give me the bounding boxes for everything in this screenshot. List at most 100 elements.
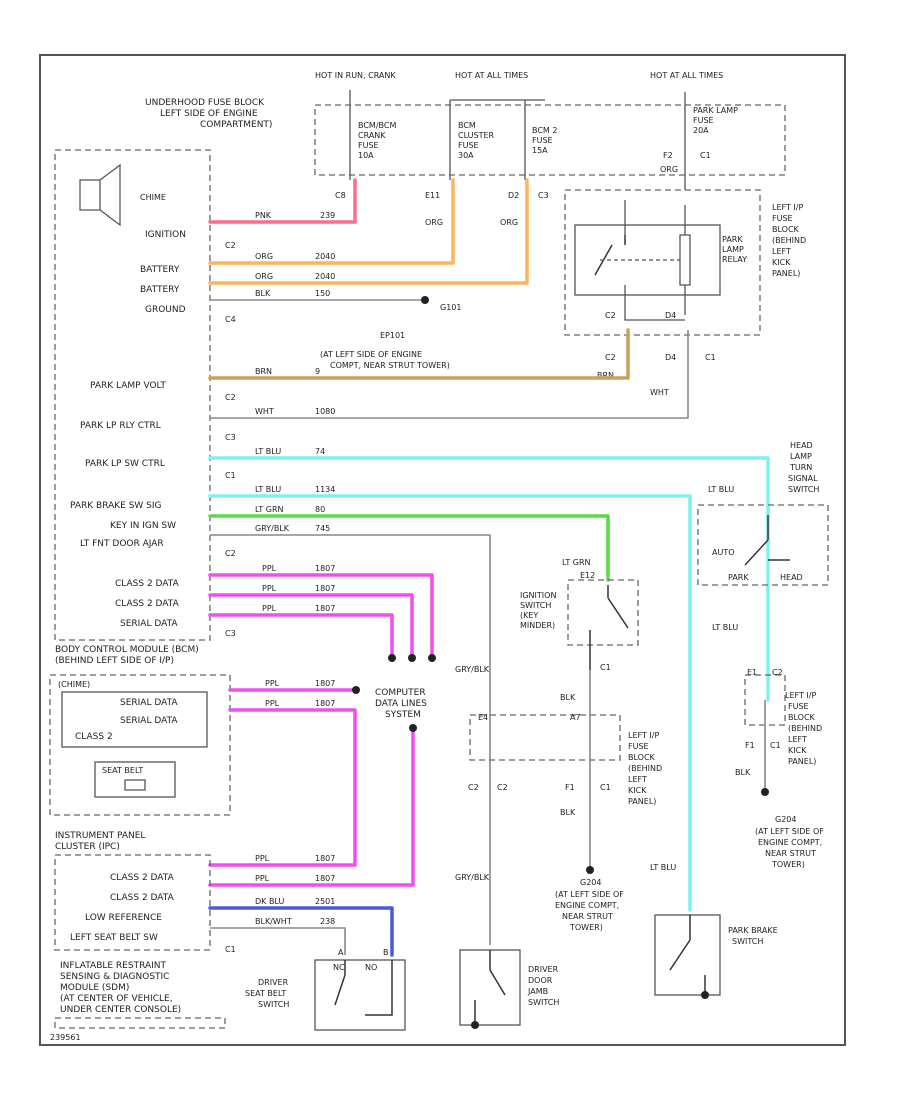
left-ip-fuse-block-lower bbox=[469, 714, 621, 761]
fuse-bcm2-label-3: 15A bbox=[532, 146, 548, 155]
conn-f-c1: C1 bbox=[600, 663, 611, 672]
ipc-title-1: INSTRUMENT PANEL bbox=[55, 831, 145, 841]
conn-c2-lfd: C2 bbox=[225, 549, 236, 558]
sdm-box bbox=[54, 1017, 226, 1029]
g204-b-loc-1: (AT LEFT SIDE OF bbox=[755, 827, 824, 836]
pin-ignition: IGNITION bbox=[145, 230, 186, 240]
ground-g101 bbox=[421, 296, 429, 304]
wlabel-ppl-6: PPL bbox=[255, 854, 270, 863]
fuse-park-label-2: FUSE bbox=[693, 116, 714, 125]
g204-b: G204 bbox=[775, 815, 796, 824]
ipr-6: KICK bbox=[788, 746, 807, 755]
ign-lbl-1: IGNITION bbox=[520, 591, 556, 600]
wlabel-ltblu-2: LT BLU bbox=[255, 485, 281, 494]
wlabel-239: 239 bbox=[320, 211, 335, 220]
seat-belt-label: SEAT BELT bbox=[102, 766, 143, 775]
wire-org-battery-2 bbox=[208, 178, 529, 285]
dds-4: SWITCH bbox=[528, 998, 559, 1007]
relay-contact bbox=[594, 235, 626, 276]
chime-sub-title: (CHIME) bbox=[58, 680, 90, 689]
pin-park-lp-sw-ctrl: PARK LP SW CTRL bbox=[85, 459, 165, 469]
ipl-7: PANEL) bbox=[628, 797, 656, 806]
pin-ground: GROUND bbox=[145, 305, 186, 315]
conn-c1-ipc: C1 bbox=[225, 945, 236, 954]
fuse-bcm-cluster-label-1: BCM bbox=[458, 121, 476, 130]
wlabel-1080: 1080 bbox=[315, 407, 335, 416]
wlabel-ltblu-sw: LT BLU bbox=[712, 623, 738, 632]
bus-line-2 bbox=[449, 99, 545, 180]
ign-lbl-4: MINDER) bbox=[520, 621, 555, 630]
conn-f1-right: F1 bbox=[745, 741, 755, 750]
g204-a-loc-3: NEAR STRUT bbox=[562, 912, 613, 921]
ign-lbl-3: (KEY bbox=[520, 611, 538, 620]
fuse-bcm-crank-label-4: 10A bbox=[358, 151, 374, 160]
ipr-4: (BEHIND bbox=[788, 724, 822, 733]
park-brake-switch-box bbox=[654, 914, 721, 996]
wlabel-pnk: PNK bbox=[255, 211, 272, 220]
dds-2: DOOR bbox=[528, 976, 553, 985]
wlabel-9: 9 bbox=[315, 367, 320, 376]
fuse-bcm-crank-label-3: FUSE bbox=[358, 141, 379, 150]
wlabel-ltblu-1: LT BLU bbox=[255, 447, 281, 456]
ip-fuse-label-6: KICK bbox=[772, 258, 791, 267]
conn-c2-door-2: C2 bbox=[497, 783, 508, 792]
label-g101: G101 bbox=[440, 303, 461, 312]
wire-ppl-ipc-2 bbox=[208, 726, 415, 887]
chime-label: CHIME bbox=[140, 193, 166, 202]
conn-d4-right: D4 bbox=[665, 353, 676, 362]
wlabel-ppl-1: PPL bbox=[262, 564, 277, 573]
wire-gryblk-door bbox=[210, 534, 491, 945]
wire-brn-relay: BRN bbox=[597, 371, 614, 380]
conn-c1-top: C1 bbox=[700, 151, 711, 160]
wlabel-gryblk: GRY/BLK bbox=[255, 524, 290, 533]
ip-fuse-label-1: LEFT I/P bbox=[772, 203, 803, 212]
sdm-3: MODULE (SDM) bbox=[60, 983, 129, 993]
belt-nc: NC bbox=[333, 963, 345, 972]
conn-e11: E11 bbox=[425, 191, 440, 200]
sw-head: HEAD bbox=[780, 573, 803, 582]
wlabel-blk-right: BLK bbox=[735, 768, 751, 777]
wlabel-74: 74 bbox=[315, 447, 325, 456]
conn-c3-plr: C3 bbox=[225, 433, 236, 442]
wlabel-gryblk-1: GRY/BLK bbox=[455, 665, 490, 674]
ipl-1: LEFT I/P bbox=[628, 731, 659, 740]
wire-ppl-class2-1 bbox=[208, 573, 434, 657]
bcm-title-2: (BEHIND LEFT SIDE OF I/P) bbox=[55, 656, 174, 666]
wlabel-1134: 1134 bbox=[315, 485, 335, 494]
dbs-3: SWITCH bbox=[258, 1000, 289, 1009]
ipc-class2-2: CLASS 2 DATA bbox=[110, 893, 175, 903]
head-lamp-switch-box bbox=[697, 504, 829, 586]
conn-d4-relay: D4 bbox=[665, 311, 676, 320]
splice-4 bbox=[352, 686, 360, 694]
conn-c2-right: C2 bbox=[605, 353, 616, 362]
wlabel-238: 238 bbox=[320, 917, 335, 926]
wire-brn-park-lamp-volt bbox=[208, 328, 630, 380]
fuse-bcm-crank-label-1: BCM/BCM bbox=[358, 121, 396, 130]
ip-fuse-label-2: FUSE bbox=[772, 214, 793, 223]
conn-d2: D2 bbox=[508, 191, 519, 200]
hl-4: SIGNAL bbox=[788, 474, 818, 483]
splice-2 bbox=[408, 654, 416, 662]
wire-pnk-ignition bbox=[208, 178, 357, 224]
pin-serial-data: SERIAL DATA bbox=[120, 619, 178, 629]
wire-org-label-f2: ORG bbox=[660, 165, 678, 174]
sdm-1: INFLATABLE RESTRAINT bbox=[60, 961, 167, 971]
ground-door bbox=[471, 1021, 479, 1029]
ipc-low-ref: LOW REFERENCE bbox=[85, 913, 162, 923]
relay-label-1: PARK bbox=[722, 235, 743, 244]
wlabel-ppl-5: PPL bbox=[265, 699, 280, 708]
wire-wht-park-rly bbox=[210, 330, 689, 419]
sub-class2: CLASS 2 bbox=[75, 732, 113, 742]
head-lamp-switch-contact bbox=[744, 515, 790, 566]
label-hot-at-all-1: HOT AT ALL TIMES bbox=[455, 71, 528, 80]
wlabel-org-e11: ORG bbox=[425, 218, 443, 227]
ipl-5: LEFT bbox=[628, 775, 647, 784]
ipc-left-seat-belt: LEFT SEAT BELT SW bbox=[70, 933, 158, 943]
fuse-bcm2-label-2: FUSE bbox=[532, 136, 553, 145]
belt-a: A bbox=[338, 948, 344, 957]
wlabel-1807-5: 1807 bbox=[315, 699, 335, 708]
wlabel-150: 150 bbox=[315, 289, 330, 298]
wire-ltblu-park-brake bbox=[208, 494, 692, 912]
wlabel-ltblu-pb: LT BLU bbox=[650, 863, 676, 872]
